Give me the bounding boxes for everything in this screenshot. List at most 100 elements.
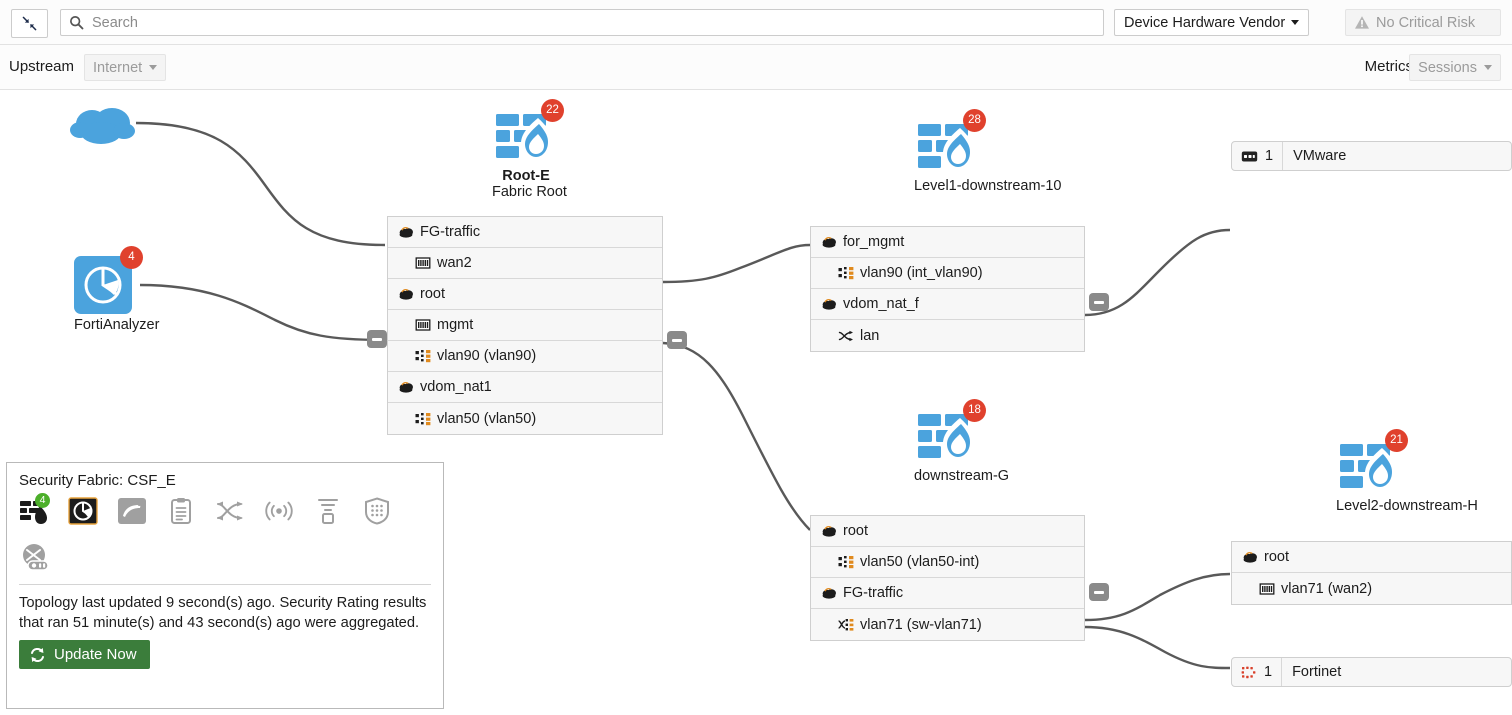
vdom-row[interactable]: for_mgmt bbox=[811, 227, 1084, 258]
level1-badge: 28 bbox=[963, 109, 986, 132]
fortiap-legend-icon[interactable] bbox=[264, 496, 294, 526]
interface-row[interactable]: vlan50 (vlan50-int) bbox=[811, 547, 1084, 578]
fortimail-legend-icon[interactable] bbox=[117, 496, 147, 526]
physical-port-icon-wrap bbox=[414, 256, 432, 270]
no-critical-risk-status[interactable]: No Critical Risk bbox=[1345, 9, 1501, 36]
cloud-icon bbox=[822, 588, 836, 599]
interface-label: lan bbox=[860, 327, 880, 344]
link-downstream-g-to-level2 bbox=[1084, 572, 1231, 622]
level2-interface-table: root vlan71 (wan2) bbox=[1231, 541, 1512, 605]
cloud-icon bbox=[822, 299, 836, 310]
interface-label: vlan90 (vlan90) bbox=[437, 348, 537, 364]
node-root-e[interactable]: 22 Root-E Fabric Root bbox=[492, 99, 567, 200]
fortinet-label: Fortinet bbox=[1292, 664, 1342, 680]
cloud-icon-wrap bbox=[820, 524, 838, 538]
vdom-row[interactable]: vdom_nat1 bbox=[388, 372, 662, 403]
fortiswitch-legend-icon[interactable] bbox=[215, 496, 245, 526]
interface-row[interactable]: vlan90 (vlan90) bbox=[388, 341, 662, 372]
device-icon bbox=[1241, 151, 1258, 161]
vdom-row[interactable]: FG-traffic bbox=[811, 578, 1084, 609]
root-e-label: Root-E bbox=[502, 168, 550, 184]
vdom-row[interactable]: root bbox=[1232, 542, 1511, 573]
cloud-icon-wrap bbox=[397, 287, 415, 301]
forticlient-legend-icon[interactable] bbox=[362, 496, 392, 526]
interface-label: root bbox=[420, 286, 445, 302]
vmware-count-group: 1 bbox=[1232, 142, 1284, 170]
vlan-icon-wrap bbox=[414, 412, 432, 426]
collapse-root-e-link[interactable] bbox=[667, 331, 687, 349]
risk-status-label: No Critical Risk bbox=[1376, 14, 1476, 31]
physical-port-icon bbox=[415, 257, 431, 269]
root-e-badge: 22 bbox=[541, 99, 564, 122]
interface-label: root bbox=[843, 523, 868, 539]
interface-label: root bbox=[1264, 549, 1289, 565]
fortigate-icon: 18 bbox=[914, 399, 986, 466]
fortiextender-legend-icon[interactable] bbox=[19, 543, 431, 573]
root-e-interface-table: FG-traffic wan2 root mgmt vlan90 (vlan90) vdo… bbox=[387, 216, 663, 435]
fortinet-count-group: 1 bbox=[1232, 658, 1283, 686]
top-toolbar: Device Hardware Vendor No Critical Risk bbox=[0, 0, 1512, 45]
vmware-device-pill[interactable]: 1 VMware bbox=[1231, 141, 1512, 171]
interface-row[interactable]: vlan50 (vlan50) bbox=[388, 403, 662, 434]
fortisandbox-legend-icon[interactable] bbox=[313, 496, 343, 526]
level2-label: Level2-downstream-H bbox=[1336, 498, 1478, 514]
fortinet-device-pill[interactable]: 1 Fortinet bbox=[1231, 657, 1512, 687]
update-now-button[interactable]: Update Now bbox=[19, 640, 150, 669]
node-fortianalyzer[interactable]: 4 FortiAnalyzer bbox=[74, 246, 160, 333]
vdom-row[interactable]: FG-traffic bbox=[388, 217, 662, 248]
legend-icon-row: 4 bbox=[19, 493, 431, 573]
downstream-g-label: downstream-G bbox=[914, 468, 1010, 484]
search-box[interactable] bbox=[60, 9, 1104, 36]
minus-icon bbox=[1094, 590, 1104, 594]
minus-icon bbox=[372, 337, 382, 341]
collapse-level1-link[interactable] bbox=[1089, 293, 1109, 311]
link-root-e-to-level1 bbox=[662, 243, 811, 284]
physical-port-icon-wrap bbox=[414, 318, 432, 332]
upstream-select[interactable]: Internet bbox=[84, 54, 167, 81]
collapse-all-button[interactable] bbox=[11, 9, 48, 38]
cloud-icon bbox=[399, 382, 413, 393]
metrics-select[interactable]: Sessions bbox=[1409, 54, 1501, 81]
interface-row[interactable]: vlan71 (wan2) bbox=[1232, 573, 1511, 604]
interface-label: mgmt bbox=[437, 317, 474, 333]
link-level1-to-vmware bbox=[1084, 228, 1231, 317]
interface-row[interactable]: mgmt bbox=[388, 310, 662, 341]
aggregate-icon-wrap bbox=[837, 329, 855, 343]
physical-port-icon-wrap bbox=[1258, 582, 1276, 596]
interface-label: FG-traffic bbox=[420, 224, 481, 240]
fortinet-count: 1 bbox=[1264, 664, 1273, 680]
node-internet[interactable] bbox=[68, 104, 138, 146]
upstream-select-value: Internet bbox=[93, 59, 143, 76]
search-input[interactable] bbox=[90, 10, 1103, 35]
collapse-downstream-g-link[interactable] bbox=[1089, 583, 1109, 601]
interface-row[interactable]: wan2 bbox=[388, 248, 662, 279]
vdom-row[interactable]: root bbox=[388, 279, 662, 310]
node-level1-downstream-10[interactable]: 28 Level1-downstream-10 bbox=[914, 109, 1062, 194]
link-internet-to-root-e bbox=[135, 121, 386, 247]
fortianalyzer-legend-icon[interactable] bbox=[68, 496, 98, 526]
fortigate-legend-icon[interactable]: 4 bbox=[19, 493, 50, 526]
interface-row[interactable]: vlan90 (int_vlan90) bbox=[811, 258, 1084, 289]
cloud-icon-wrap bbox=[1241, 550, 1259, 564]
update-now-label: Update Now bbox=[54, 646, 137, 663]
topology-links bbox=[135, 121, 1231, 670]
fortimanager-legend-icon[interactable] bbox=[166, 496, 196, 526]
sub-toolbar: Upstream Internet Metrics Sessions bbox=[0, 45, 1512, 90]
node-level2-downstream-h[interactable]: 21 Level2-downstream-H bbox=[1336, 429, 1478, 514]
vdom-row[interactable]: vdom_nat_f bbox=[811, 289, 1084, 320]
interface-row[interactable]: vlan71 (sw-vlan71) bbox=[811, 609, 1084, 640]
node-downstream-g[interactable]: 18 downstream-G bbox=[914, 399, 1010, 484]
root-e-sublabel: Fabric Root bbox=[492, 184, 567, 200]
interface-row[interactable]: lan bbox=[811, 320, 1084, 351]
metrics-select-value: Sessions bbox=[1418, 59, 1477, 76]
vdom-row[interactable]: root bbox=[811, 516, 1084, 547]
cloud-icon bbox=[1243, 552, 1257, 563]
fortianalyzer-label: FortiAnalyzer bbox=[74, 317, 160, 333]
vlan-icon bbox=[415, 412, 431, 425]
collapse-fortianalyzer-link[interactable] bbox=[367, 330, 387, 348]
device-hardware-vendor-dropdown[interactable]: Device Hardware Vendor bbox=[1114, 9, 1310, 36]
legend-divider bbox=[19, 584, 431, 585]
